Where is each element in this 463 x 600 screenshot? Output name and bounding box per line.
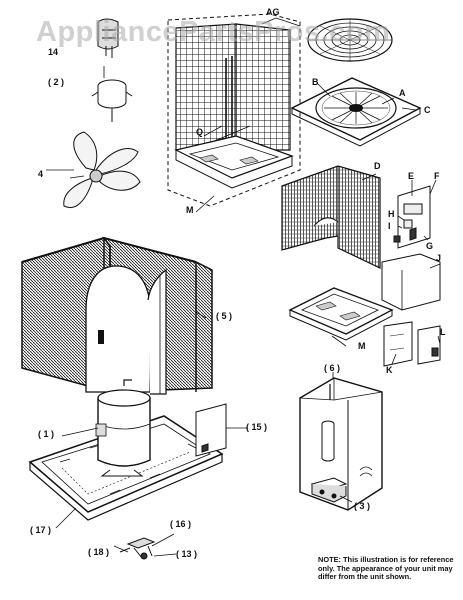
contactor (310, 477, 348, 503)
condenser-coil-small (281, 165, 381, 269)
label-4: 4 (38, 169, 44, 179)
label-e: E (408, 171, 415, 181)
label-f: F (434, 171, 440, 181)
label-i: I (388, 221, 391, 231)
control-box-6 (299, 377, 383, 511)
label-6: ( 6 ) (324, 363, 341, 373)
cabinet-assembly-box (167, 13, 301, 207)
label-17: ( 17 ) (30, 525, 52, 535)
control-box (393, 185, 431, 249)
label-14: 14 (48, 47, 59, 57)
base-pan-right (288, 287, 394, 341)
label-13: ( 13 ) (176, 549, 198, 559)
label-15: ( 15 ) (246, 422, 268, 432)
control-panel-J (381, 253, 441, 311)
label-a: A (399, 88, 406, 98)
leader-lines (55, 17, 441, 557)
label-b: B (312, 77, 319, 87)
label-g: G (426, 241, 434, 251)
label-1: ( 1 ) (38, 429, 55, 439)
label-16: ( 16 ) (170, 519, 192, 529)
watermark: AppliancePartsPros.com (36, 16, 391, 48)
label-h: H (388, 209, 395, 219)
access-panels-K-L (383, 321, 441, 367)
top-panel (290, 77, 422, 147)
fan-motor-top-part (97, 18, 119, 58)
label-m-top: M (186, 205, 194, 215)
label-c: C (424, 105, 431, 115)
compressor-cover-15 (195, 403, 227, 457)
compressor (95, 379, 151, 477)
fan-blade (46, 131, 141, 208)
label-k: K (386, 365, 393, 375)
label-18: ( 18 ) (88, 547, 110, 557)
fan-motor (91, 79, 133, 122)
label-ag: AG (266, 7, 280, 17)
label-5: ( 5 ) (216, 311, 233, 321)
disclaimer-note: NOTE: This illustration is for reference… (318, 555, 454, 582)
label-m-right: M (358, 341, 366, 351)
label-d: D (374, 161, 381, 171)
fan-guard-grille (307, 18, 393, 62)
condenser-coil (21, 236, 213, 395)
label-3: ( 3 ) (354, 501, 371, 511)
label-j: J (436, 253, 442, 263)
label-l: L (440, 327, 446, 337)
service-valves (119, 537, 156, 560)
label-q: Q (196, 127, 204, 137)
label-2: ( 2 ) (48, 77, 65, 87)
